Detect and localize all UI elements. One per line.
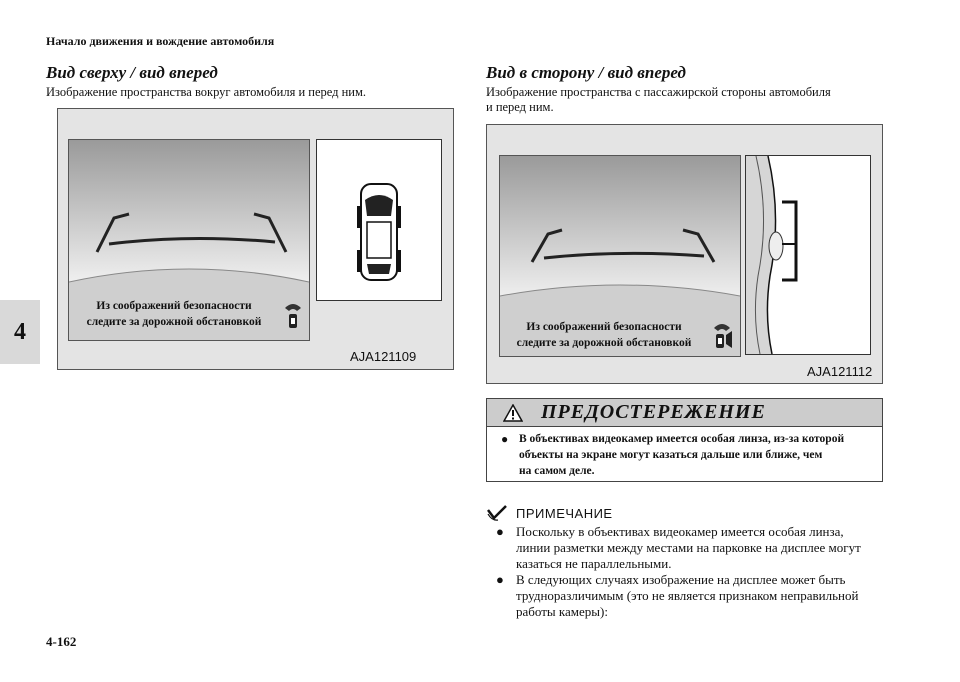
right-figure-code: AJA121112: [807, 364, 873, 379]
warning-text: В объективах видеокамер имеется особая л…: [519, 433, 845, 477]
right-safety-message: Из соображений безопасности следите за д…: [516, 321, 692, 349]
bullet: ●: [496, 524, 504, 539]
left-safety-message: Из соображений безопасности следите за д…: [86, 300, 262, 328]
note-list: ● Поскольку в объективах видеокамер имее…: [496, 524, 886, 620]
right-side-view: [745, 155, 871, 355]
list-item: ● В следующих случаях изображение на дис…: [496, 572, 859, 619]
camera-switch-icon: [285, 304, 301, 328]
note-check-icon: [487, 505, 507, 521]
camera-switch-icon: [714, 324, 732, 348]
warning-box: ПРЕДОСТЕРЕЖЕНИЕ ● В объективах видеокаме…: [486, 398, 883, 482]
left-figure-code: AJA121109: [350, 349, 417, 364]
right-front-camera-view: [500, 156, 740, 356]
right-heading: Вид в сторону / вид вперед: [486, 63, 686, 82]
right-description: Изображение пространства с пассажирской …: [486, 85, 831, 114]
page-header: Начало движения и вождение автомобиля: [46, 34, 275, 48]
left-overhead-view: [316, 139, 442, 301]
note-header: ПРИМЕЧАНИЕ: [486, 504, 613, 522]
left-camera-frame: Из соображений безопасности следите за д…: [68, 139, 310, 341]
right-figure: Из соображений безопасности следите за д…: [486, 124, 883, 384]
side-camera-view: [746, 156, 798, 354]
note-heading: ПРИМЕЧАНИЕ: [516, 505, 613, 521]
bullet: ●: [496, 572, 504, 587]
warning-triangle-icon: [503, 403, 523, 422]
chapter-tab: 4: [0, 300, 40, 364]
warning-title: ПРЕДОСТЕРЕЖЕНИЕ: [541, 401, 766, 423]
list-item: ● Поскольку в объективах видеокамер имее…: [496, 524, 861, 571]
page-number: 4-162: [46, 634, 77, 649]
left-figure: Из соображений безопасности следите за д…: [57, 108, 454, 370]
left-heading: Вид сверху / вид вперед: [46, 63, 218, 82]
left-front-camera-view: [69, 140, 309, 340]
warning-header: ПРЕДОСТЕРЕЖЕНИЕ: [487, 399, 882, 427]
right-camera-frame: Из соображений безопасности следите за д…: [499, 155, 741, 357]
car-top-icon: [357, 183, 401, 281]
left-description: Изображение пространства вокруг автомоби…: [46, 85, 367, 99]
warning-bullet: ●: [501, 432, 509, 446]
